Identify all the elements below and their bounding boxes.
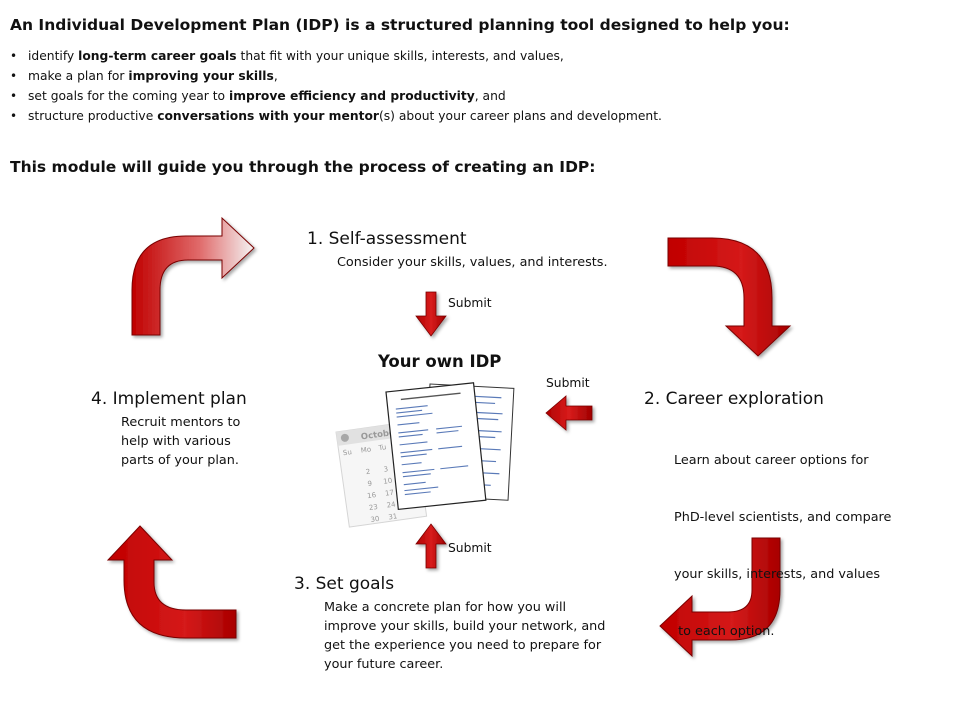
submit-arrow-left — [545, 395, 593, 431]
calendar-date: 2 — [365, 468, 371, 477]
arrow-career-to-set-goals — [659, 537, 781, 658]
desc-line: your skills, interests, and values — [674, 567, 881, 582]
desc-line: Learn about career options for — [674, 453, 869, 468]
intro-bullet: structure productive conversations with … — [10, 106, 662, 126]
step-career-exploration-title: 2. Career exploration — [644, 389, 824, 409]
desc-line: to each option. — [674, 624, 775, 639]
step-set-goals-title: 3. Set goals — [294, 574, 395, 594]
desc-line: your future career. — [324, 657, 444, 672]
submit-arrow-up — [415, 523, 447, 569]
intro-bullet: set goals for the coming year to improve… — [10, 86, 662, 106]
intro-bullet: make a plan for improving your skills, — [10, 66, 662, 86]
arrow-set-goals-to-implement — [106, 525, 237, 639]
calendar-day: Su — [342, 448, 352, 457]
calendar-date: 30 — [370, 515, 380, 524]
calendar-date: 31 — [388, 512, 398, 521]
idp-title: Your own IDP — [378, 352, 502, 371]
arrow-implement-to-self-assessment — [131, 216, 255, 336]
desc-line: help with various — [121, 434, 231, 449]
calendar-date: 3 — [383, 465, 389, 474]
module-title: This module will guide you through the p… — [10, 158, 596, 176]
intro-title: An Individual Development Plan (IDP) is … — [10, 16, 790, 34]
desc-line: improve your skills, build your network,… — [324, 619, 606, 634]
step-self-assessment-title: 1. Self-assessment — [307, 229, 467, 249]
submit-arrow-down — [415, 291, 447, 337]
calendar-date: 9 — [367, 480, 373, 489]
desc-line: get the experience you need to prepare f… — [324, 638, 602, 653]
calendar-date: 16 — [367, 491, 377, 500]
desc-line: parts of your plan. — [121, 453, 239, 468]
calendar-date: 24 — [386, 500, 396, 509]
desc-line: Make a concrete plan for how you will — [324, 600, 567, 615]
calendar-day: Mo — [360, 445, 371, 454]
calendar-day: Tu — [377, 443, 387, 452]
step-implement-plan-desc: Recruit mentors to help with various par… — [121, 413, 240, 470]
step-implement-plan-title: 4. Implement plan — [91, 389, 247, 409]
submit-label-top: Submit — [448, 296, 492, 310]
calendar-date: 23 — [368, 503, 378, 512]
step-career-exploration-desc: Learn about career options for PhD-level… — [674, 413, 891, 660]
desc-line: PhD-level scientists, and compare — [674, 510, 892, 525]
submit-label-bottom: Submit — [448, 541, 492, 555]
submit-label-right: Submit — [546, 376, 590, 390]
arrow-self-assessment-to-career — [667, 237, 792, 357]
calendar-date: 10 — [383, 477, 393, 486]
step-self-assessment-desc: Consider your skills, values, and intere… — [337, 255, 608, 270]
step-set-goals-desc: Make a concrete plan for how you will im… — [324, 598, 605, 674]
document-front — [385, 382, 487, 511]
intro-bullet: identify long-term career goals that fit… — [10, 46, 662, 66]
intro-bullet-list: identify long-term career goals that fit… — [10, 46, 662, 126]
calendar-date: 17 — [385, 489, 395, 498]
desc-line: Recruit mentors to — [121, 415, 241, 430]
